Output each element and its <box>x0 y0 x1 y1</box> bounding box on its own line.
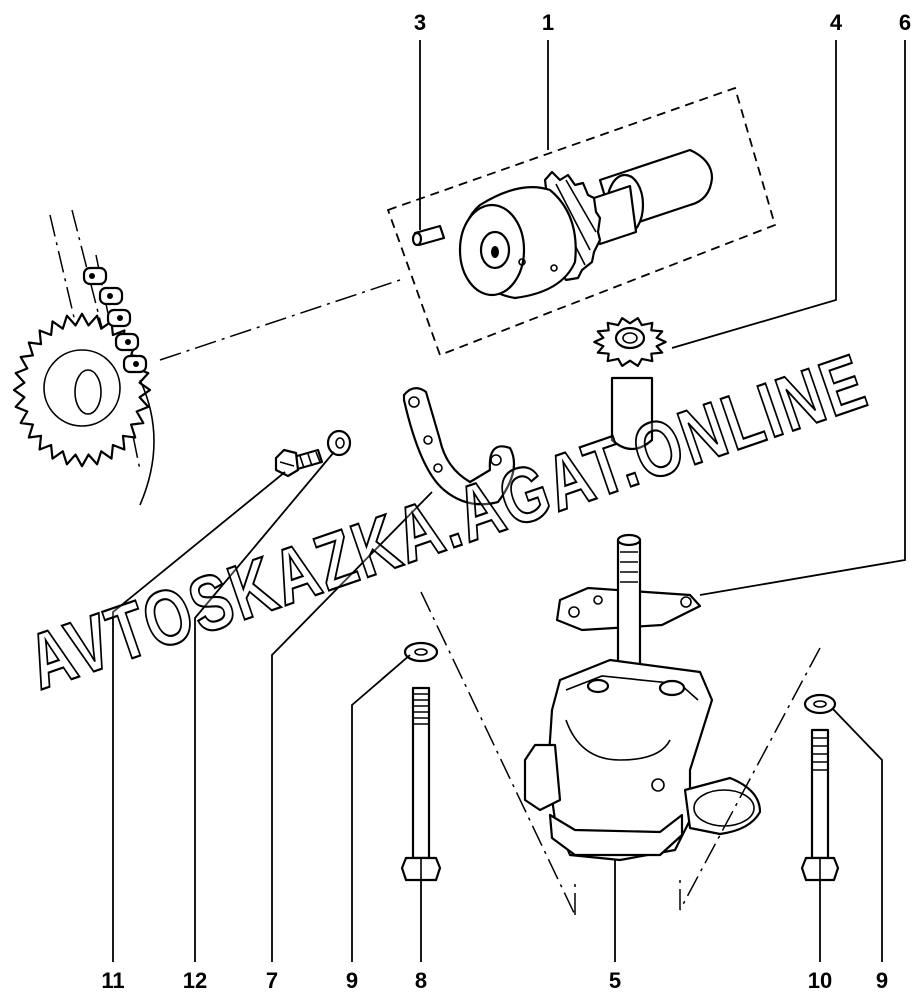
callout-labels-top: 3 1 4 6 <box>414 10 911 35</box>
dowel-pin <box>411 224 446 247</box>
timing-sprocket <box>12 209 401 506</box>
callout-9-left: 9 <box>346 968 358 993</box>
oil-strainer <box>683 776 762 836</box>
callout-11: 11 <box>101 968 124 993</box>
bolt-10 <box>800 728 840 882</box>
callout-7: 7 <box>266 968 278 993</box>
callout-5: 5 <box>609 968 621 993</box>
callout-4: 4 <box>830 10 843 35</box>
bolt-11 <box>274 448 324 478</box>
leader-lines <box>112 40 906 962</box>
callout-6: 6 <box>899 10 911 35</box>
callout-8: 8 <box>415 968 427 993</box>
long-bolt-8 <box>400 686 442 882</box>
callout-3: 3 <box>414 10 426 35</box>
callout-10: 10 <box>808 968 832 993</box>
timing-chain <box>82 266 148 374</box>
driven-gear <box>593 317 667 451</box>
callout-9-right: 9 <box>876 968 888 993</box>
oil-pump <box>523 533 762 862</box>
callout-12: 12 <box>183 968 207 993</box>
washer-9-right <box>803 693 837 715</box>
washer-9-left <box>403 641 439 663</box>
drive-shaft-assembly <box>386 86 777 357</box>
callout-labels-bottom: 11 12 7 9 8 5 10 9 <box>101 968 888 993</box>
washer-12 <box>326 429 352 457</box>
callout-1: 1 <box>542 10 554 35</box>
mounting-bracket <box>402 387 516 506</box>
